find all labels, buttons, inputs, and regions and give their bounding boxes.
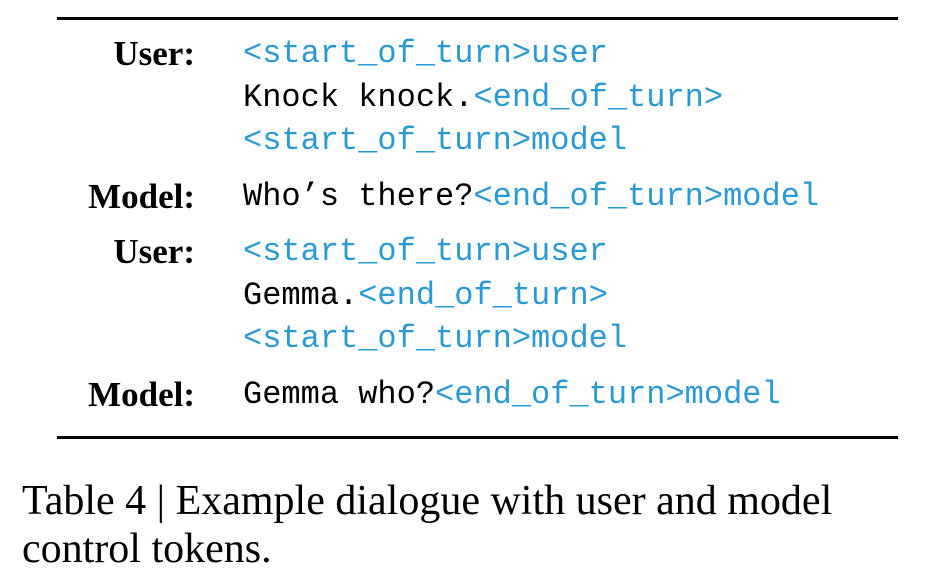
control-token: <start_of_turn>user (243, 233, 608, 270)
control-token: <end_of_turn>model (473, 178, 820, 215)
control-token: <start_of_turn>model (243, 122, 628, 159)
message-text: Gemma who? (243, 376, 436, 413)
dialogue-line: Knock knock.<end_of_turn> (243, 78, 723, 118)
message-text: Who’s there? (243, 178, 474, 215)
dialogue-line: <start_of_turn>model (243, 121, 627, 161)
table-bottom-rule (57, 436, 898, 439)
control-token: <end_of_turn> (473, 79, 724, 116)
speaker-label: User: (113, 34, 195, 73)
control-token: <end_of_turn>model (435, 376, 781, 413)
dialogue-line: Who’s there?<end_of_turn>model (243, 177, 819, 217)
speaker-label: Model: (88, 177, 195, 216)
message-text: Gemma. (243, 277, 359, 314)
speaker-label: User: (113, 232, 195, 271)
dialogue-line: Gemma.<end_of_turn> (243, 276, 608, 316)
speaker-label: Model: (88, 375, 195, 414)
table-top-rule (57, 17, 898, 20)
dialogue-line: <start_of_turn>model (243, 319, 627, 359)
dialogue-line: Gemma who?<end_of_turn>model (243, 375, 781, 415)
dialogue-line: <start_of_turn>user (243, 232, 608, 272)
message-text: Knock knock. (243, 79, 474, 116)
control-token: <start_of_turn>user (243, 35, 608, 72)
control-token: <end_of_turn> (358, 277, 608, 314)
table-caption: Table 4 | Example dialogue with user and… (22, 478, 833, 572)
control-token: <start_of_turn>model (243, 320, 628, 357)
dialogue-line: <start_of_turn>user (243, 34, 608, 74)
